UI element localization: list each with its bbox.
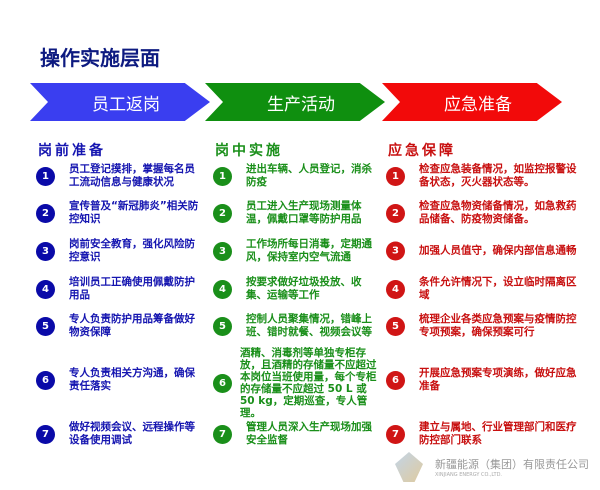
list-item: 4 条件允许情况下，设立临时隔离区域 — [386, 276, 577, 302]
list-item: 6 开展应急预案专项演练，做好应急准备 — [386, 367, 577, 393]
number-badge: 7 — [213, 424, 232, 444]
list-item: 1 员工登记摸排，掌握每名员工流动信息与健康状况 — [36, 163, 205, 189]
list-item: 1 检查应急装备情况，如监控报警设备状态，灭火器状态等。 — [386, 163, 577, 189]
number-badge: 2 — [213, 203, 232, 223]
company-logo: 新疆能源（集团）有限责任公司 XINJIANG ENERGY CO.,LTD. — [395, 452, 589, 482]
item-text: 进出车辆、人员登记，消杀防疫 — [246, 163, 372, 188]
item-text: 控制人员聚集情况，错峰上班、错时就餐、视频会议等 — [246, 313, 372, 338]
item-text: 按要求做好垃圾投放、收集、运输等工作 — [246, 276, 362, 301]
list-item: 4 培训员工正确使用佩戴防护用品 — [36, 276, 205, 302]
item-text: 条件允许情况下，设立临时隔离区域 — [419, 276, 577, 301]
number-badge: 1 — [213, 166, 232, 186]
number-badge: 4 — [386, 279, 405, 299]
item-text: 专人负责相关方沟通，确保责任落实 — [69, 367, 195, 392]
list-item: 3 加强人员值守，确保内部信息通畅 — [386, 241, 577, 261]
number-badge: 6 — [36, 370, 55, 390]
item-text: 宣传普及“新冠肺炎”相关防控知识 — [69, 200, 199, 225]
list-item: 5 控制人员聚集情况，错峰上班、错时就餐、视频会议等 — [213, 313, 374, 339]
item-text: 梳理企业各类应急预案与疫情防控专项预案，确保预案可行 — [419, 313, 577, 338]
list-item: 2 宣传普及“新冠肺炎”相关防控知识 — [36, 200, 205, 226]
item-text: 加强人员值守，确保内部信息通畅 — [419, 244, 577, 257]
stage-employee-return: 员工返岗 — [30, 83, 210, 121]
list-item: 5 专人负责防护用品筹备做好物资保障 — [36, 313, 205, 339]
list-item: 4 按要求做好垃圾投放、收集、运输等工作 — [213, 276, 374, 302]
number-badge: 3 — [36, 241, 55, 261]
column-heading-pre-shift: 岗前准备 — [38, 143, 106, 159]
number-badge: 4 — [36, 279, 55, 299]
column-heading-on-shift: 岗中实施 — [215, 143, 283, 159]
list-item: 2 员工进入生产现场测量体温，佩戴口罩等防护用品 — [213, 200, 374, 226]
number-badge: 2 — [36, 203, 55, 223]
item-text: 检查应急装备情况，如监控报警设备状态，灭火器状态等。 — [419, 163, 577, 188]
logo-name: 新疆能源（集团）有限责任公司 — [435, 458, 589, 471]
list-item: 5 梳理企业各类应急预案与疫情防控专项预案，确保预案可行 — [386, 313, 577, 339]
list-item: 7 管理人员深入生产现场加强安全监督 — [213, 421, 374, 447]
item-text: 专人负责防护用品筹备做好物资保障 — [69, 313, 195, 338]
number-badge: 3 — [213, 241, 232, 261]
item-text: 培训员工正确使用佩戴防护用品 — [69, 276, 195, 301]
item-text: 管理人员深入生产现场加强安全监督 — [246, 421, 372, 446]
number-badge: 7 — [386, 424, 405, 444]
item-text: 员工登记摸排，掌握每名员工流动信息与健康状况 — [69, 163, 195, 188]
list-item: 1 进出车辆、人员登记，消杀防疫 — [213, 163, 374, 189]
page-title: 操作实施层面 — [40, 46, 160, 70]
item-text: 工作场所每日消毒，定期通风，保持室内空气流通 — [246, 238, 372, 263]
list-item: 3 工作场所每日消毒，定期通风，保持室内空气流通 — [213, 238, 374, 264]
number-badge: 6 — [213, 373, 232, 393]
number-badge: 5 — [36, 316, 55, 336]
number-badge: 1 — [386, 166, 405, 186]
logo-icon — [395, 452, 423, 482]
list-item: 6 酒精、消毒剂等单独专柜存放，且酒精的存储量不应超过本岗位当班使用量，每个专柜的… — [213, 347, 378, 419]
stage-production: 生产活动 — [205, 83, 385, 121]
number-badge: 5 — [213, 316, 232, 336]
number-badge: 3 — [386, 241, 405, 261]
item-text: 酒精、消毒剂等单独专柜存放，且酒精的存储量不应超过本岗位当班使用量，每个专柜的存… — [240, 347, 377, 419]
item-text: 建立与属地、行业管理部门和医疗防控部门联系 — [419, 421, 577, 446]
list-item: 6 专人负责相关方沟通，确保责任落实 — [36, 367, 205, 393]
number-badge: 1 — [36, 166, 55, 186]
number-badge: 6 — [386, 370, 405, 390]
number-badge: 5 — [386, 316, 405, 336]
item-text: 岗前安全教育，强化风险防控意识 — [69, 238, 195, 263]
item-text: 检查应急物资储备情况，如急救药品储备、防疫物资储备。 — [419, 200, 577, 225]
number-badge: 2 — [386, 203, 405, 223]
list-item: 3 岗前安全教育，强化风险防控意识 — [36, 238, 205, 264]
number-badge: 4 — [213, 279, 232, 299]
logo-english: XINJIANG ENERGY CO.,LTD. — [435, 472, 503, 478]
item-text: 开展应急预案专项演练，做好应急准备 — [419, 367, 577, 392]
item-text: 做好视频会议、远程操作等设备使用调试 — [69, 421, 195, 446]
column-heading-emergency: 应急保障 — [388, 143, 456, 159]
list-item: 2 检查应急物资储备情况，如急救药品储备、防疫物资储备。 — [386, 200, 577, 226]
stage-emergency: 应急准备 — [382, 83, 562, 121]
list-item: 7 建立与属地、行业管理部门和医疗防控部门联系 — [386, 421, 577, 447]
list-item: 7 做好视频会议、远程操作等设备使用调试 — [36, 421, 205, 447]
item-text: 员工进入生产现场测量体温，佩戴口罩等防护用品 — [246, 200, 362, 225]
number-badge: 7 — [36, 424, 55, 444]
